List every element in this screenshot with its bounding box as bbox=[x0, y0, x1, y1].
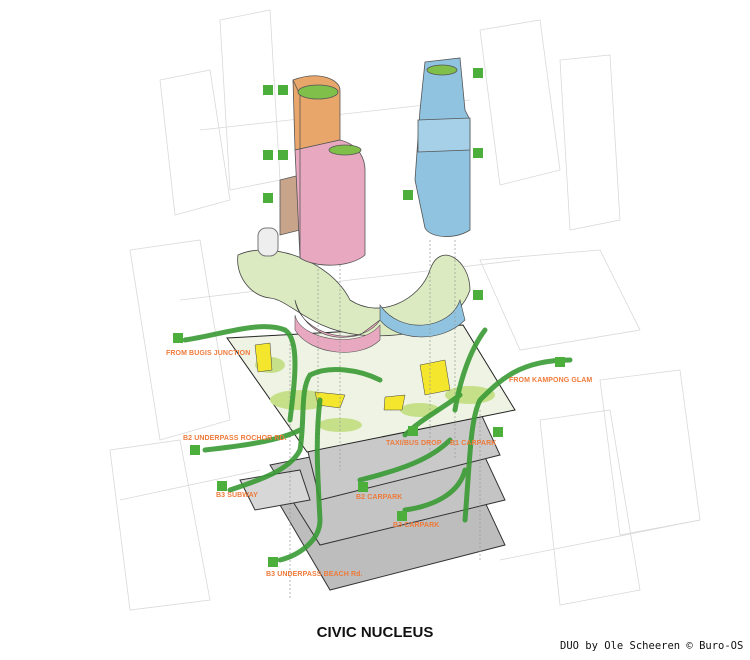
amenity-icon bbox=[403, 190, 413, 200]
credit-line: DUO by Ole Scheeren © Buro-OS bbox=[560, 640, 744, 652]
amenity-icon bbox=[263, 193, 273, 203]
label-b3-underpass-beach: B3 UNDERPASS BEACH Rd. bbox=[266, 571, 363, 578]
amenity-icon bbox=[263, 85, 273, 95]
amenity-icon bbox=[473, 68, 483, 78]
label-from-kampong-glam: FROM KAMPONG GLAM bbox=[509, 377, 593, 384]
amenity-icon bbox=[263, 150, 273, 160]
bus-icon bbox=[408, 426, 418, 436]
walking-icon bbox=[555, 357, 565, 367]
walking-icon bbox=[190, 445, 200, 455]
train-icon bbox=[217, 481, 227, 491]
label-b3-carpark: B3 CARPARK bbox=[393, 522, 440, 529]
hotel-office-tower bbox=[414, 57, 471, 237]
structural-lines bbox=[289, 240, 481, 600]
label-b2-underpass-rochor: B2 UNDERPASS ROCHOR RD. bbox=[183, 435, 287, 442]
label-taxi-bus-drop: TAXI/BUS DROP bbox=[386, 440, 442, 447]
amenity-icon bbox=[473, 290, 483, 300]
label-b2-carpark: B2 CARPARK bbox=[356, 494, 403, 501]
plaza-deck bbox=[226, 324, 516, 453]
parking-icon bbox=[493, 427, 503, 437]
amenity-icon bbox=[473, 148, 483, 158]
label-b1-carpark: B1 CARPARK bbox=[450, 440, 497, 447]
elevated-plaza bbox=[237, 227, 471, 353]
walking-icon bbox=[173, 333, 183, 343]
label-from-bugis-junction: FROM BUGIS JUNCTION bbox=[166, 350, 251, 357]
walking-icon bbox=[268, 557, 278, 567]
label-b3-subway: B3 SUBWAY bbox=[216, 492, 258, 499]
retail-yellow bbox=[419, 359, 451, 396]
residential-tower bbox=[279, 75, 366, 266]
rotunda bbox=[294, 314, 381, 353]
dining-icon bbox=[278, 85, 288, 95]
pictogram-icons bbox=[173, 68, 565, 567]
parking-icon bbox=[397, 511, 407, 521]
amenity-icon bbox=[278, 150, 288, 160]
diagram-title: CIVIC NUCLEUS bbox=[316, 624, 434, 641]
parking-icon bbox=[358, 482, 368, 492]
